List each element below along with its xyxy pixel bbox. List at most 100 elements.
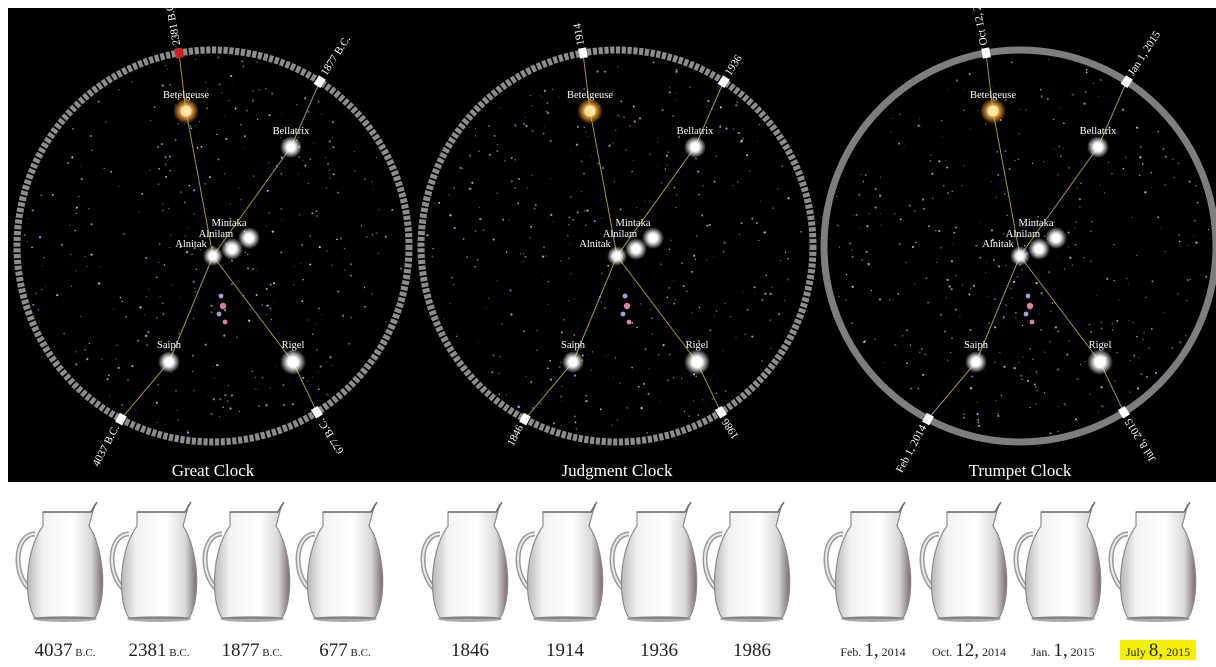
bg-star xyxy=(725,127,728,130)
bg-star xyxy=(246,109,248,112)
pitcher xyxy=(823,501,912,622)
bg-star xyxy=(438,201,441,204)
bg-star xyxy=(252,175,255,178)
bg-star xyxy=(740,141,742,144)
bg-star xyxy=(371,234,374,236)
bg-star xyxy=(91,149,93,152)
bg-star xyxy=(596,85,598,87)
bg-star xyxy=(777,188,779,190)
bg-star xyxy=(1020,374,1023,377)
nebula-star xyxy=(1025,293,1031,299)
bg-star xyxy=(255,293,258,297)
bg-star xyxy=(668,91,671,94)
bg-star xyxy=(307,183,309,184)
bg-star xyxy=(1132,321,1134,323)
bg-star xyxy=(539,94,541,96)
bg-star xyxy=(508,219,510,221)
bg-star xyxy=(251,370,253,373)
bg-star xyxy=(70,254,72,256)
bg-star xyxy=(769,293,771,295)
bg-star xyxy=(449,302,451,305)
bg-star xyxy=(174,139,177,141)
bg-star xyxy=(510,157,513,159)
bg-star xyxy=(505,394,507,396)
bg-star xyxy=(722,250,725,253)
bg-star xyxy=(1056,174,1059,176)
bg-star xyxy=(498,372,500,375)
bg-star xyxy=(550,213,553,216)
bg-star xyxy=(325,157,327,159)
bg-star xyxy=(866,250,868,253)
bg-star xyxy=(497,143,499,145)
bg-star xyxy=(118,89,120,91)
bg-star xyxy=(1035,386,1037,388)
bg-star xyxy=(524,255,527,258)
bg-star xyxy=(350,317,352,319)
bg-star xyxy=(469,125,471,128)
bg-star xyxy=(1063,268,1066,270)
bg-star xyxy=(570,273,572,275)
bg-star xyxy=(317,372,319,374)
bg-star xyxy=(1090,330,1092,333)
bg-star xyxy=(332,146,335,149)
bg-star xyxy=(244,251,246,253)
marker-tick xyxy=(115,412,127,426)
marker-label: Oct 12, 2014 xyxy=(968,8,990,46)
bg-star xyxy=(949,197,951,199)
bg-star xyxy=(1188,180,1191,183)
bg-star xyxy=(238,411,240,413)
bg-star xyxy=(879,176,882,178)
bg-star xyxy=(591,351,594,353)
bg-star xyxy=(673,280,675,282)
bg-star xyxy=(97,100,100,103)
bg-star xyxy=(672,115,675,117)
bg-star xyxy=(400,267,403,270)
bg-star xyxy=(772,207,774,209)
bg-star xyxy=(985,261,987,263)
bg-star xyxy=(1015,317,1017,319)
bg-star xyxy=(927,301,930,304)
bg-star xyxy=(874,338,876,340)
bg-star xyxy=(509,289,512,292)
bg-star xyxy=(1138,357,1140,359)
bg-star xyxy=(573,333,576,336)
bg-star xyxy=(525,124,528,127)
bg-star xyxy=(761,360,763,362)
bg-star xyxy=(1025,109,1027,111)
bg-star xyxy=(1205,275,1208,278)
bg-star xyxy=(1176,292,1179,295)
bg-star xyxy=(1139,156,1142,159)
bg-star xyxy=(1101,405,1104,408)
star-core xyxy=(1093,142,1103,152)
bg-star xyxy=(662,343,665,347)
bg-star xyxy=(1004,193,1006,195)
bg-star xyxy=(1051,302,1054,304)
bg-star xyxy=(667,379,669,381)
bg-star xyxy=(164,175,167,178)
bg-star xyxy=(618,289,620,291)
bg-star xyxy=(1064,404,1067,407)
bg-star xyxy=(550,178,552,180)
nebula-star xyxy=(623,302,631,310)
star-label: Alnilam xyxy=(199,229,233,240)
bg-star xyxy=(911,245,914,249)
bg-star xyxy=(121,300,124,303)
bg-star xyxy=(974,244,977,247)
bg-star xyxy=(585,395,587,397)
marker-tick xyxy=(922,412,934,426)
bg-star xyxy=(640,406,643,410)
bg-star xyxy=(770,347,772,350)
bg-star xyxy=(637,385,640,388)
bg-star xyxy=(1000,394,1003,396)
bg-star xyxy=(612,91,614,93)
bg-star xyxy=(161,203,164,205)
bg-star xyxy=(1179,341,1182,344)
bg-star xyxy=(1036,389,1038,392)
bg-star xyxy=(573,415,576,418)
bg-star xyxy=(736,101,739,104)
bg-star xyxy=(740,221,743,225)
bg-star xyxy=(737,132,740,135)
bg-star xyxy=(97,282,101,285)
bg-star xyxy=(1100,79,1102,82)
